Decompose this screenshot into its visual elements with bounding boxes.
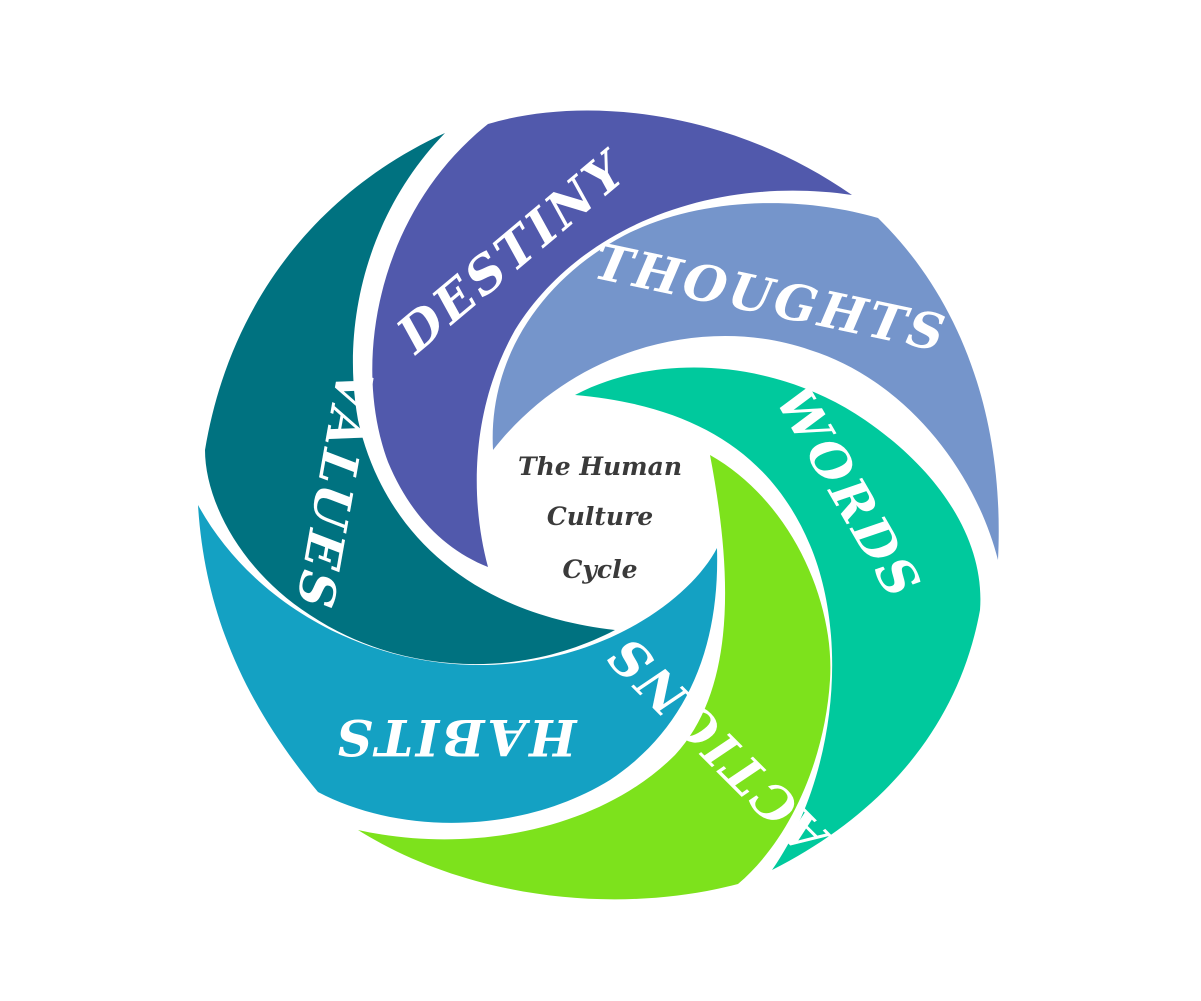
segment-thoughts [492, 203, 999, 560]
segment-values [205, 133, 615, 665]
center-title-line-3: Cycle [562, 555, 637, 584]
segment-actions [358, 455, 831, 900]
segment-destiny [372, 110, 852, 567]
label-habits: HABITS [334, 708, 579, 767]
center-title-line-2: Culture [547, 502, 653, 531]
center-title-line-1: The Human [518, 452, 682, 481]
segment-habits [198, 505, 718, 823]
segment-words [575, 367, 981, 870]
